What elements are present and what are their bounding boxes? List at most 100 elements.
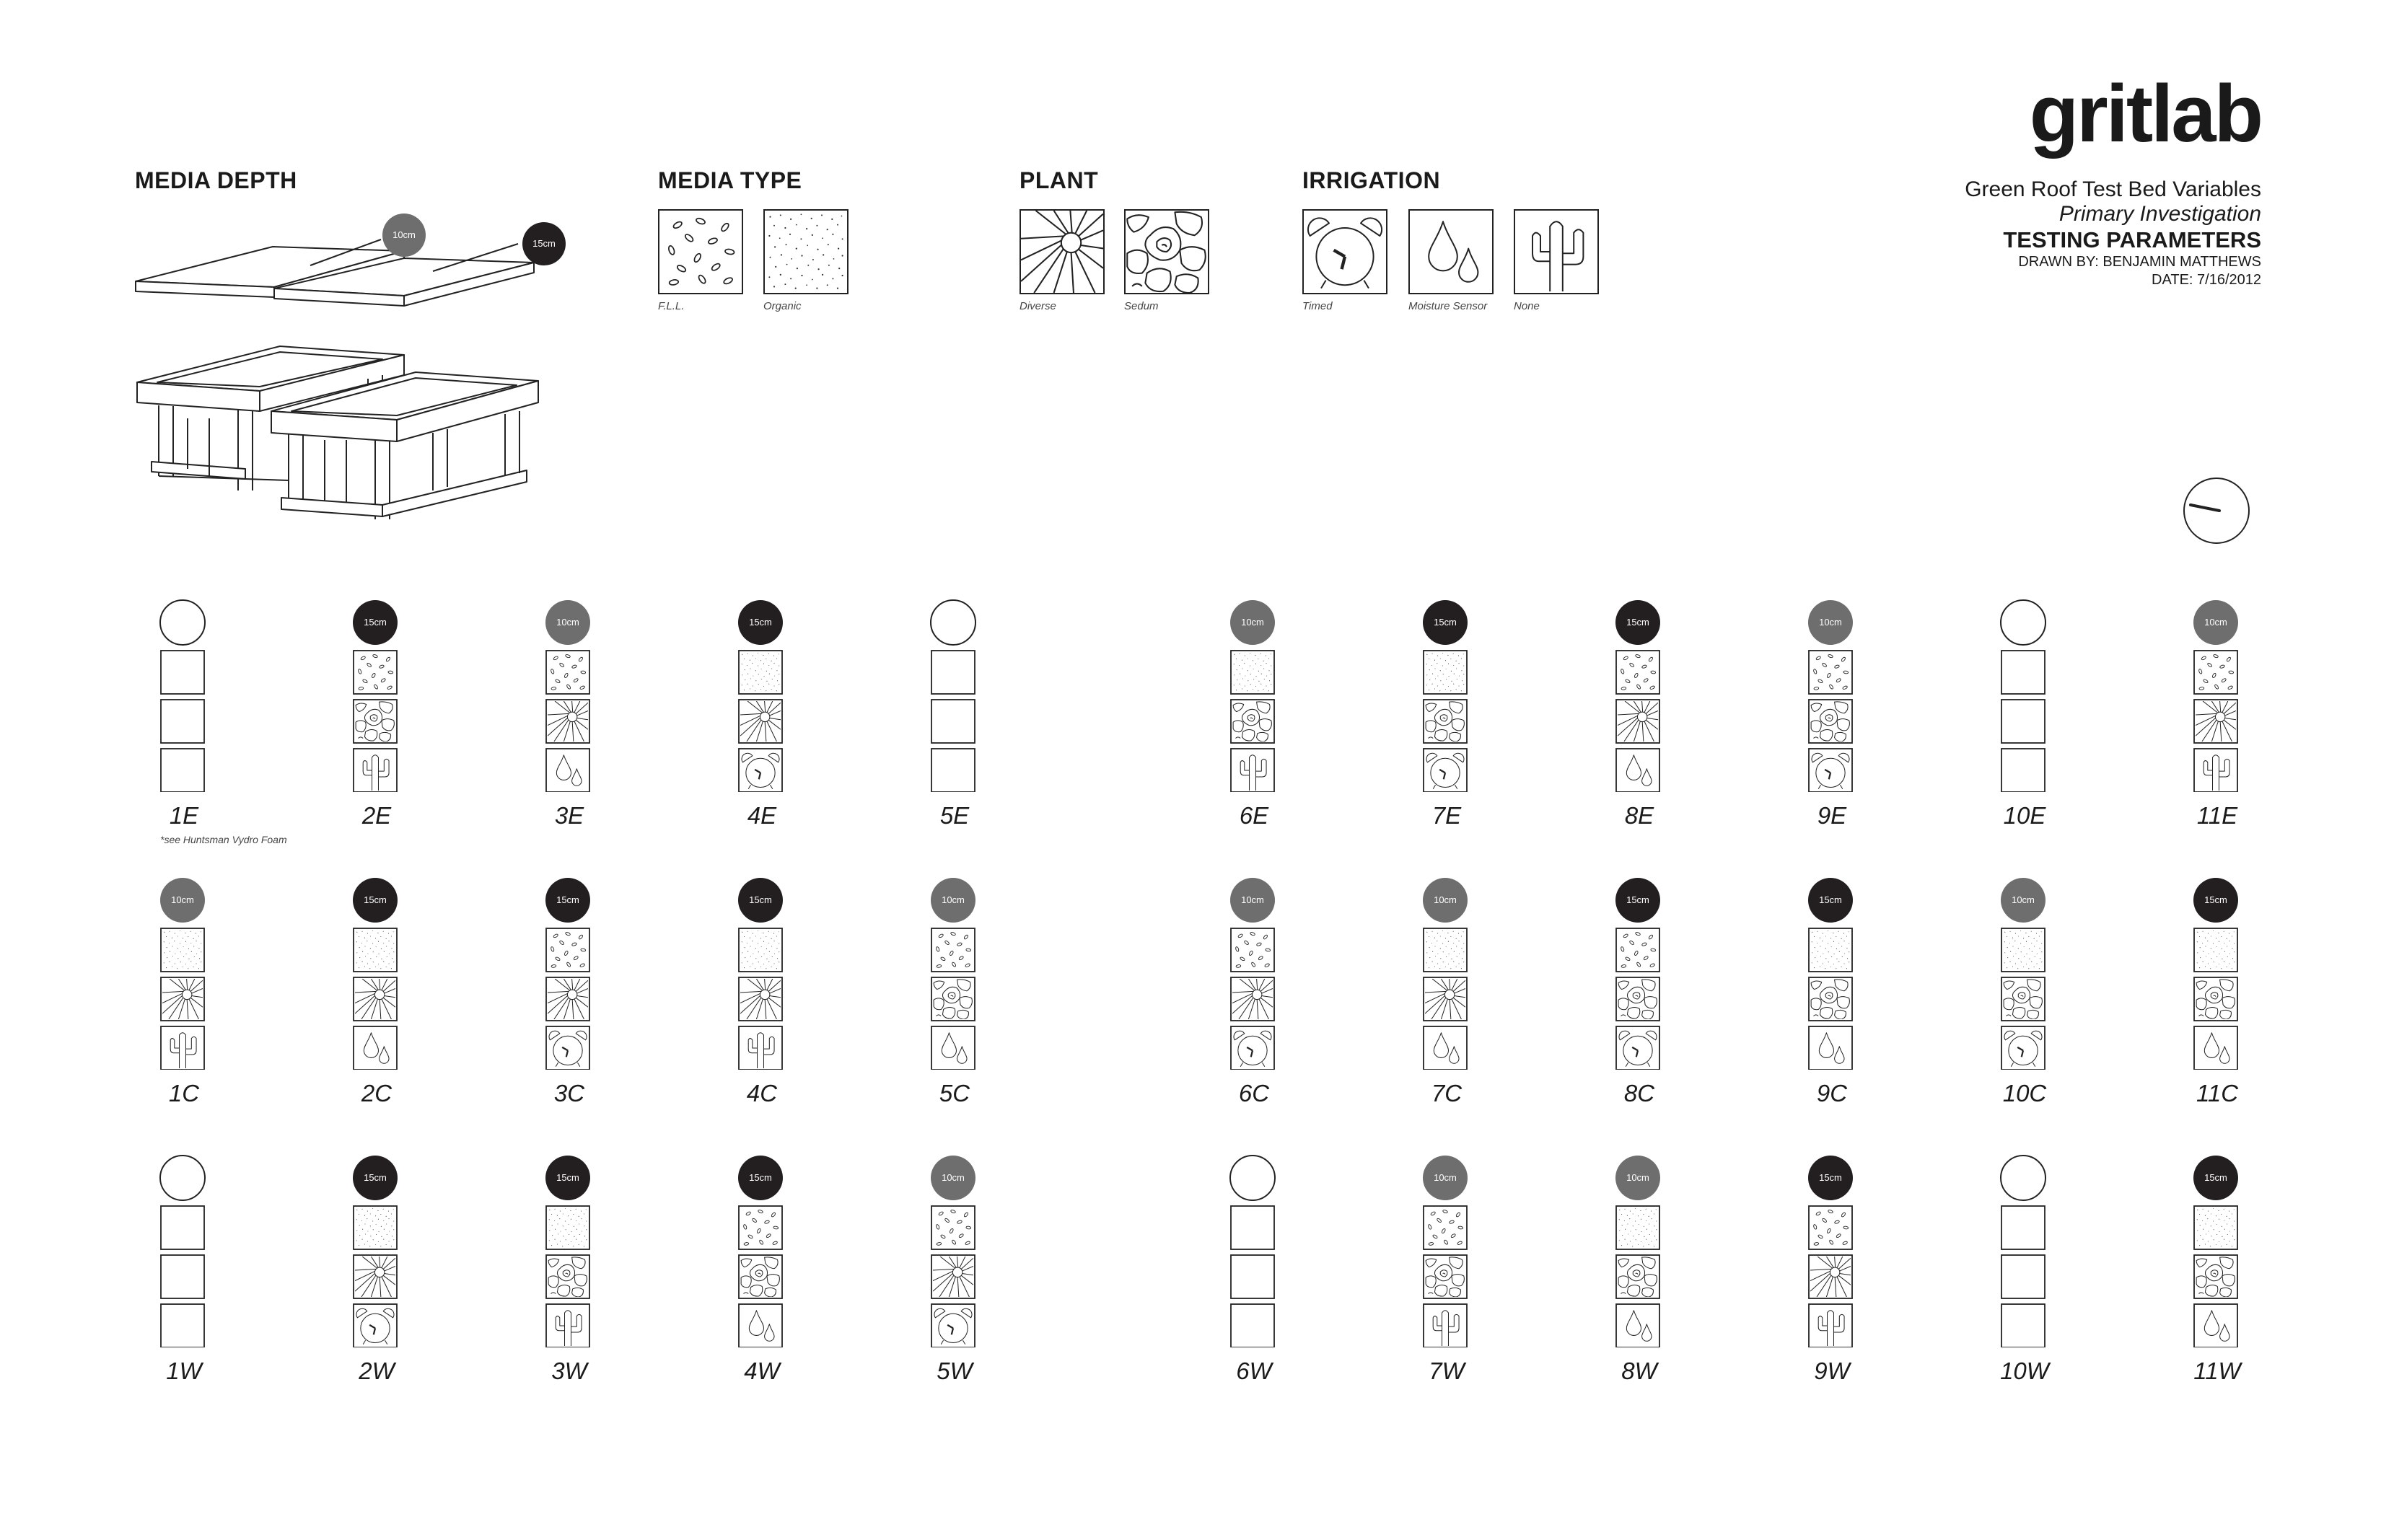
depth-label: 15cm <box>749 617 772 628</box>
irrigation-box-empty <box>1230 1303 1275 1347</box>
depth-circle: 15cm <box>353 1156 398 1200</box>
organic-icon <box>738 928 783 972</box>
bed-parameter-stack <box>1229 1155 1276 1347</box>
bed-parameter-stack: 10cm <box>2001 878 2045 1070</box>
depth-circle: 15cm <box>353 878 398 923</box>
depth-label: 15cm <box>364 1172 387 1183</box>
diverse-icon <box>1423 977 1468 1021</box>
depth-label: 10cm <box>2012 894 2035 905</box>
bed-id-label: 11W <box>2193 1358 2241 1384</box>
depth-label: 10cm <box>1241 894 1264 905</box>
depth-label: 15cm <box>556 894 579 905</box>
sedum-icon <box>2001 977 2045 1021</box>
test-bed-7w: 10cm 7W <box>1421 1154 1472 1384</box>
bed-parameter-stack: 15cm <box>738 600 783 792</box>
plant-box-empty <box>160 699 205 744</box>
depth-circle: 15cm <box>545 878 590 923</box>
depth-label: 15cm <box>1434 617 1457 628</box>
testing-parameters-heading: TESTING PARAMETERS <box>2003 227 2261 252</box>
bed-id-label: 5W <box>937 1358 973 1384</box>
moisture-sensor-caption: Moisture Sensor <box>1408 300 1488 312</box>
timed-icon <box>1808 748 1853 792</box>
depth-label: 15cm <box>1626 617 1649 628</box>
depth-circle: 15cm <box>1615 878 1660 923</box>
bed-id-label: 4W <box>744 1358 780 1384</box>
media-type-box-empty <box>2001 1205 2045 1250</box>
north-arrow-icon <box>2183 478 2250 544</box>
bed-parameter-stack: 15cm <box>1423 600 1468 792</box>
moisture-icon <box>1615 1303 1660 1347</box>
diverse-icon <box>160 977 205 1021</box>
test-bed-5e: 5E <box>929 599 980 829</box>
moisture-icon <box>1808 1026 1853 1070</box>
sedum-icon <box>353 699 398 744</box>
sedum-caption: Sedum <box>1124 300 1159 312</box>
bed-parameter-stack: 10cm <box>931 878 975 1070</box>
fll-icon <box>2193 650 2238 695</box>
bed-parameter-stack <box>930 599 976 792</box>
irrigation-box-empty <box>160 1026 205 1070</box>
bed-parameter-stack: 10cm <box>931 1156 975 1347</box>
timed-icon <box>545 1026 590 1070</box>
irrigation-box-empty <box>353 748 398 792</box>
depth-label: 10cm <box>942 894 965 905</box>
organic-icon <box>1423 928 1468 972</box>
fll-icon <box>545 650 590 695</box>
bed-parameter-stack: 10cm <box>1423 1156 1468 1347</box>
depth-circle: 10cm <box>160 878 205 923</box>
depth-label: 10cm <box>171 894 194 905</box>
timed-icon <box>1615 1026 1660 1070</box>
diverse-icon <box>1808 1254 1853 1299</box>
organic-icon <box>160 928 205 972</box>
depth-circle <box>1229 1155 1276 1201</box>
sedum-icon <box>545 1254 590 1299</box>
depth-circle: 10cm <box>931 1156 975 1200</box>
sedum-icon <box>738 1254 783 1299</box>
moisture-icon <box>353 1026 398 1070</box>
depth-label: 10cm <box>2204 617 2227 628</box>
bed-id-label: 1E <box>169 802 199 829</box>
bed-parameter-stack: 10cm <box>160 878 205 1070</box>
depth-circle: 10cm <box>1423 1156 1468 1200</box>
organic-icon <box>1423 650 1468 695</box>
diverse-plant-icon <box>1020 209 1105 294</box>
bed-parameter-stack: 15cm <box>545 1156 590 1347</box>
bed-id-label: 10W <box>2000 1358 2049 1384</box>
bed-id-label: 8E <box>1624 802 1654 829</box>
test-bed-5w: 10cm 5W <box>929 1154 980 1384</box>
irrigation-title: IRRIGATION <box>1302 167 1441 193</box>
bed-parameter-stack: 10cm <box>1615 1156 1660 1347</box>
bed-id-label: 5E <box>939 802 970 829</box>
bed-parameter-stack <box>159 599 206 792</box>
bed-footnote: *see Huntsman Vydro Foam <box>160 834 287 845</box>
fll-icon <box>931 928 975 972</box>
media-type-box-empty <box>1230 1205 1275 1250</box>
organic-caption: Organic <box>763 300 802 312</box>
depth-circle <box>159 1155 206 1201</box>
bed-id-label: 7W <box>1429 1358 1465 1384</box>
test-bed-4w: 15cm 4W <box>737 1154 787 1384</box>
depth-circle: 15cm <box>738 878 783 923</box>
depth-circle: 15cm <box>738 1156 783 1200</box>
timed-icon <box>738 748 783 792</box>
diverse-icon <box>738 977 783 1021</box>
irrigation-box-empty <box>545 1303 590 1347</box>
depth-label: 10cm <box>1434 894 1457 905</box>
test-bed-10w: 10W <box>1999 1154 2050 1384</box>
depth-label: 10cm <box>556 617 579 628</box>
depth-circle <box>159 599 206 646</box>
depth-label: 10cm <box>942 1172 965 1183</box>
sedum-icon <box>1615 977 1660 1021</box>
depth-label: 15cm <box>2204 894 2227 905</box>
bed-parameter-stack: 15cm <box>353 1156 398 1347</box>
timed-icon <box>1230 1026 1275 1070</box>
moisture-icon <box>545 748 590 792</box>
organic-icon <box>545 1205 590 1250</box>
bed-parameter-stack <box>159 1155 206 1347</box>
bed-parameter-stack: 15cm <box>738 1156 783 1347</box>
